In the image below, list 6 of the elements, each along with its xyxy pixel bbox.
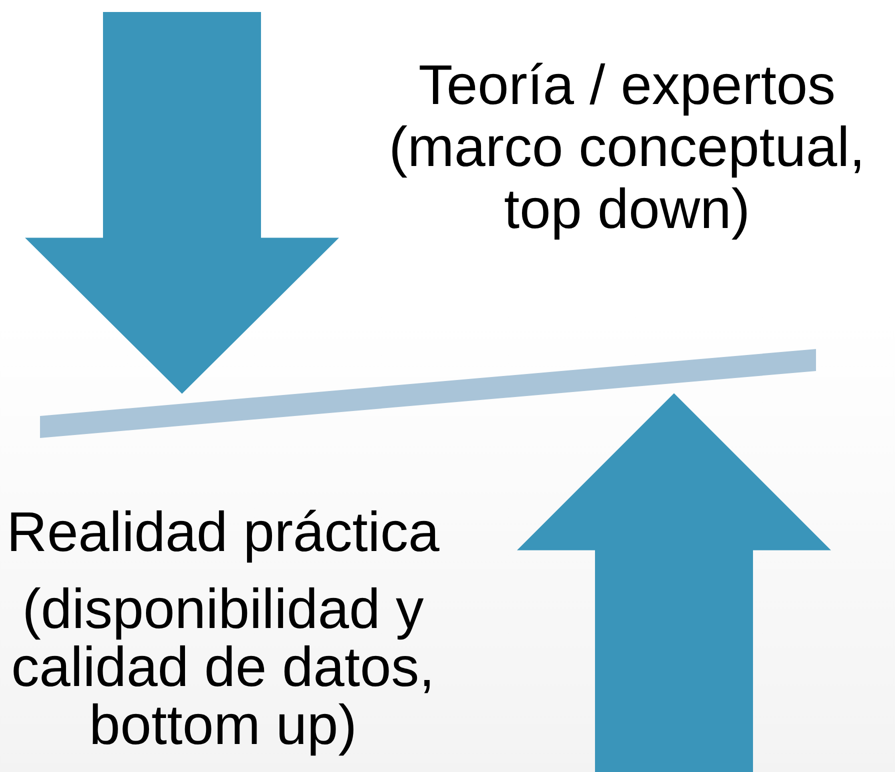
balance-bar — [40, 349, 816, 438]
block-arrow — [517, 393, 831, 772]
block-arrow — [25, 12, 339, 394]
heading-text: Realidad práctica — [6, 502, 440, 562]
heading-text: Teoría / expertos (marco conceptual, top down) — [388, 54, 866, 240]
description-text: (disponibilidad y calidad de datos, bottom up) — [10, 580, 436, 754]
